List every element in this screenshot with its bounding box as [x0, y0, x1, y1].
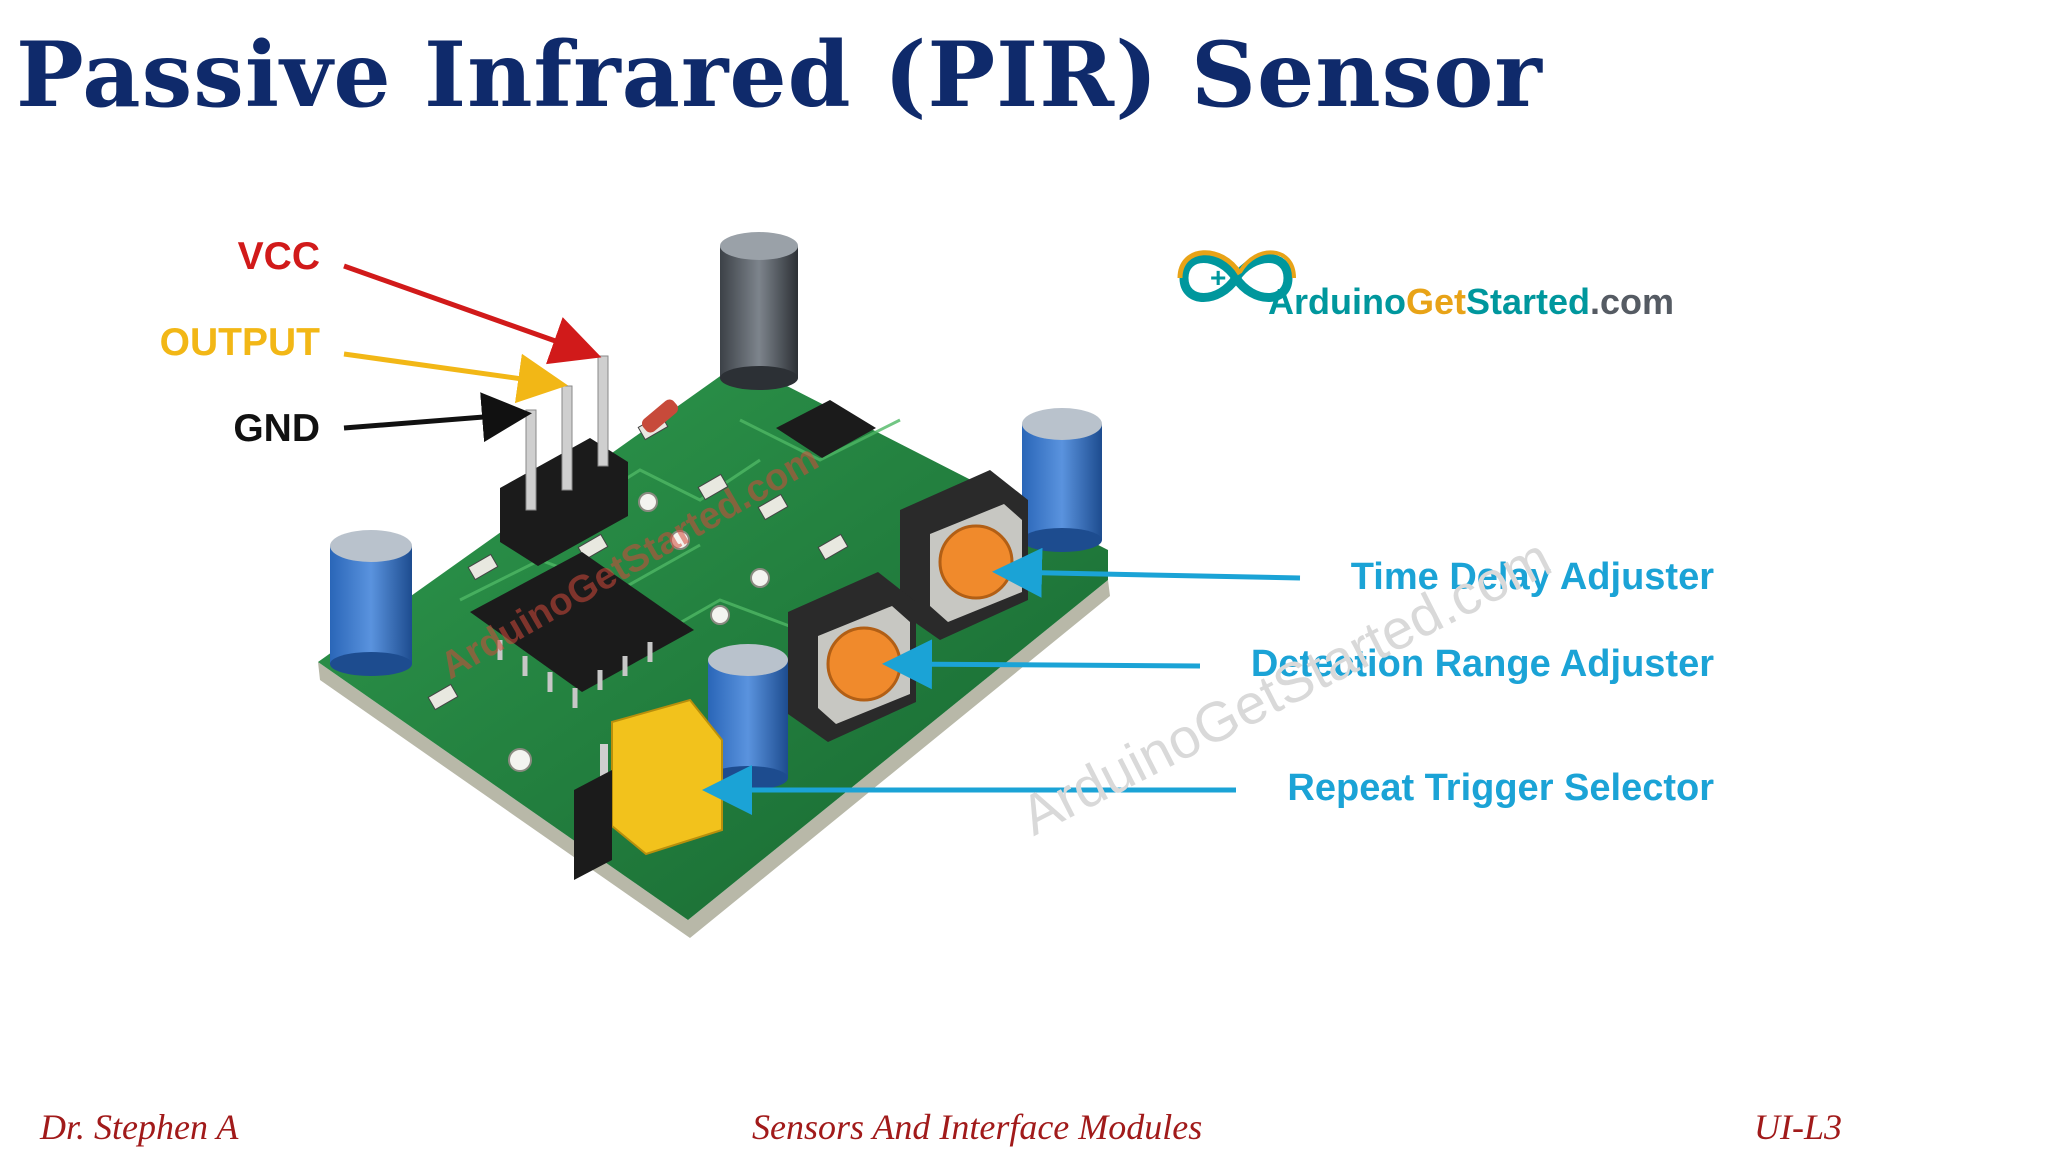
logo-part-arduino: Arduino: [1268, 281, 1406, 322]
callout-repeat-trigger: Repeat Trigger Selector: [1287, 767, 1714, 809]
pcb-top: [318, 362, 1108, 920]
arduino-infinity-logo-icon: +: [1177, 250, 1296, 302]
output-arrow: [343, 351, 568, 404]
slide-title: Passive Infrared (PIR) Sensor: [16, 22, 1543, 128]
logo-part-started: Started: [1466, 281, 1591, 322]
voltage-regulator: [776, 400, 876, 458]
footer-course: Sensors And Interface Modules: [752, 1107, 1203, 1147]
potentiometer-detection-range-knob: [826, 626, 902, 702]
svg-text:+: +: [1210, 262, 1226, 293]
repeat-trigger-jumper: [611, 698, 723, 856]
logo-part-get: Get: [1405, 281, 1466, 322]
diode: [641, 399, 679, 433]
footer-unit: UI-L3: [1754, 1107, 1842, 1147]
smd-components: [427, 413, 849, 711]
pin-label-gnd: GND: [233, 407, 320, 450]
vcc-arrow: [343, 263, 602, 365]
capacitor-grey-tall: [720, 246, 798, 378]
potentiometer-time-delay-knob: [938, 524, 1014, 600]
gnd-arrow: [343, 392, 532, 443]
callout-time-delay: Time Delay Adjuster: [1350, 556, 1714, 598]
ic-pins: [497, 640, 653, 708]
footer-author: Dr. Stephen A: [40, 1107, 239, 1147]
pcb-pads: [508, 492, 770, 772]
time-delay-arrow: [992, 547, 1301, 598]
pin-label-vcc: VCC: [237, 235, 320, 278]
ic-chip: [470, 552, 694, 692]
capacitor-blue-left: [330, 546, 412, 664]
pin-header-base: [500, 438, 628, 566]
detection-range-arrow: [882, 639, 1201, 690]
capacitor-blue-right: [1022, 424, 1102, 540]
logo-wordmark: ArduinoGetStarted.com: [1268, 281, 1674, 323]
logo-part-com: .com: [1590, 281, 1675, 322]
pin-label-output: OUTPUT: [159, 321, 320, 364]
callout-detection-range: Detection Range Adjuster: [1250, 643, 1714, 685]
